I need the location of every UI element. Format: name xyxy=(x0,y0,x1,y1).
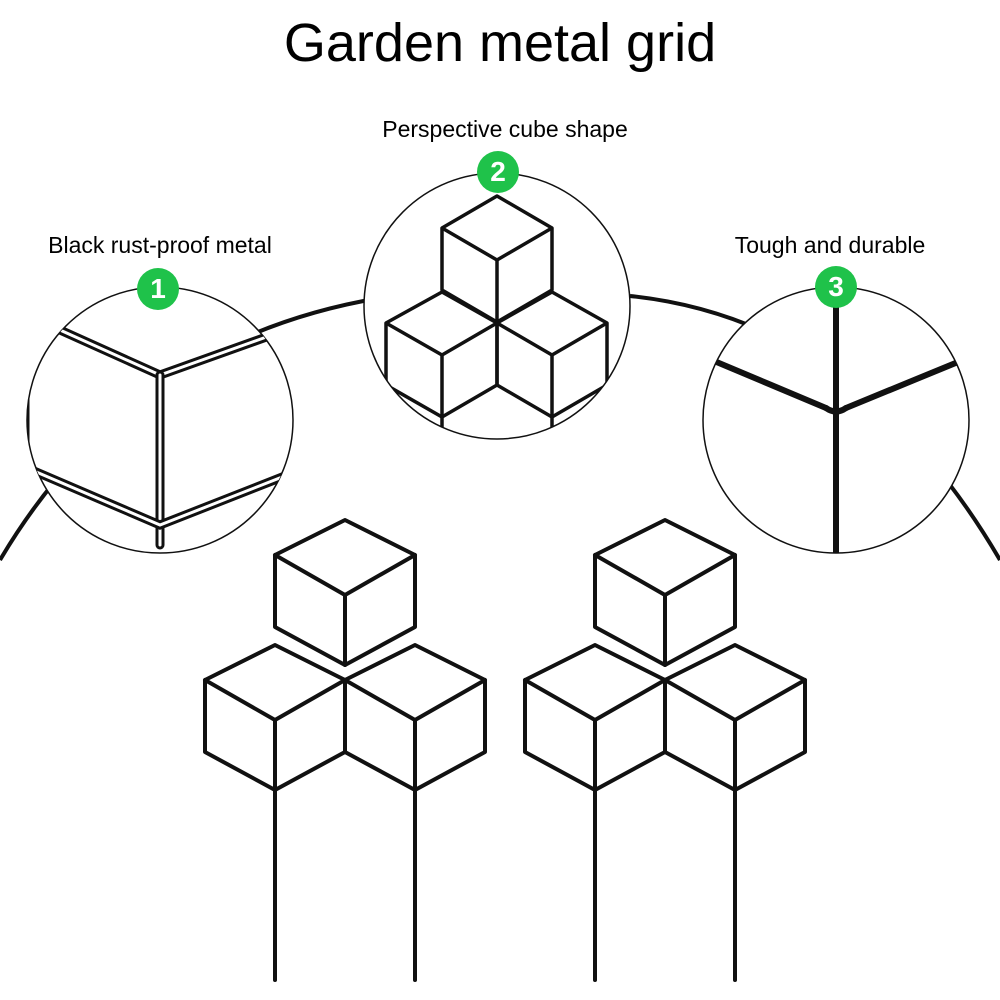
trellis-right xyxy=(523,518,807,982)
number-badge-2: 2 xyxy=(477,151,519,193)
feature-label-2: Perspective cube shape xyxy=(382,116,628,142)
zoom-circle-3 xyxy=(702,286,970,554)
zoom-circle-2 xyxy=(363,172,631,440)
page-title: Garden metal grid xyxy=(283,13,717,73)
number-badge-1: 1 xyxy=(137,268,179,310)
trellis-left xyxy=(203,518,487,982)
feature-label-3: Tough and durable xyxy=(734,232,926,258)
zoom-circle-1 xyxy=(26,286,294,554)
number-badge-3: 3 xyxy=(815,266,857,308)
feature-label-1: Black rust-proof metal xyxy=(48,232,272,258)
